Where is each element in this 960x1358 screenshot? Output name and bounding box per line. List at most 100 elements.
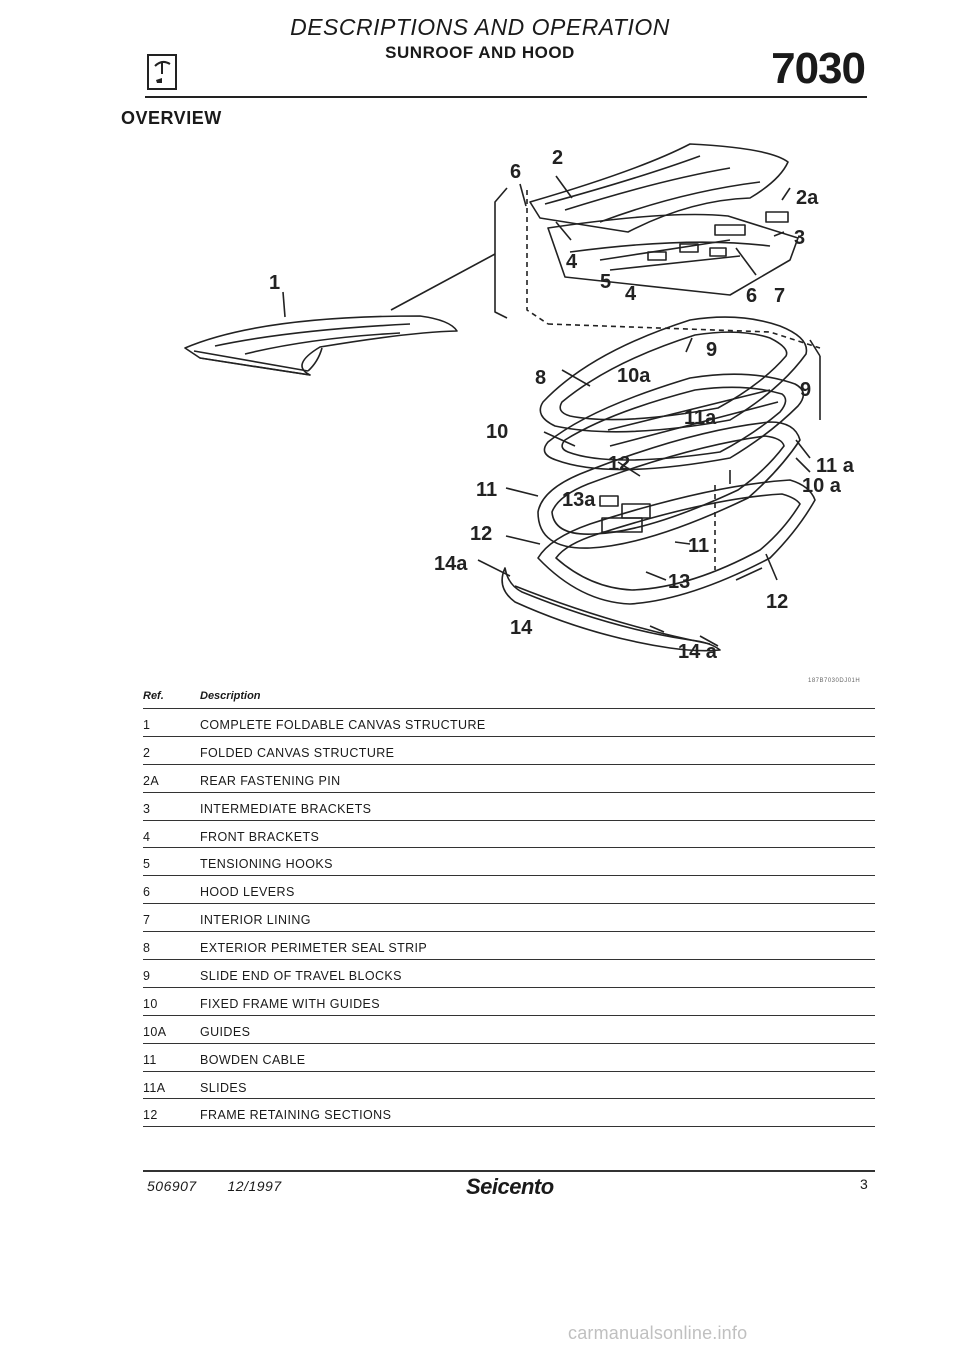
ref-cell: 10: [143, 996, 158, 1011]
ref-cell: 1: [143, 718, 151, 732]
ref-cell: 8: [143, 941, 151, 956]
table-row: 6 HOOD LEVERS: [143, 876, 875, 905]
figure-label: 4: [625, 283, 637, 305]
figure-label: 11 a: [816, 455, 855, 477]
description-cell: TENSIONING HOOKS: [200, 857, 333, 872]
figure-label: 2: [552, 147, 563, 169]
ref-cell: 4: [143, 829, 151, 844]
bracket-frame-part: [547, 211, 799, 296]
ref-cell: 11A: [143, 1080, 166, 1095]
figure-label: 5: [600, 271, 611, 293]
fixed-frame-part: [543, 373, 805, 471]
figure-label: 14a: [434, 553, 468, 575]
description-cell: BOWDEN CABLE: [200, 1052, 306, 1067]
figure-label: 6: [746, 285, 757, 307]
doc-date: 12/1997: [227, 1178, 282, 1194]
leader-line: [282, 291, 286, 318]
table-row: 4 FRONT BRACKETS: [143, 821, 875, 849]
figure-label: 6: [510, 161, 521, 183]
figure-label: 13: [668, 571, 690, 593]
figure-label: 12: [608, 453, 630, 475]
ref-cell: 9: [143, 969, 151, 984]
table-row: 12 FRAME RETAINING SECTIONS: [143, 1099, 875, 1128]
figure-label: 10a: [617, 365, 651, 387]
table-row: 8 EXTERIOR PERIMETER SEAL STRIP: [143, 932, 875, 961]
ref-cell: 12: [143, 1108, 158, 1123]
description-cell: SLIDE END OF TRAVEL BLOCKS: [200, 969, 402, 984]
description-cell: EXTERIOR PERIMETER SEAL STRIP: [200, 941, 428, 956]
exploded-diagram: 1 2 2a 3 4 4 5 6 6 7 8 9 9 10 10a 10 a 1…: [184, 143, 855, 663]
ref-cell: 10A: [143, 1024, 167, 1039]
figure-label: 11a: [684, 407, 717, 429]
header-subtitle: SUNROOF AND HOOD: [385, 43, 575, 62]
folded-canvas-part: [529, 143, 789, 233]
parts-table: Ref. Description 1 COMPLETE FOLDABLE CANV…: [143, 690, 875, 1128]
seal-strip-frame-part: [539, 316, 808, 433]
page-number: 3: [860, 1176, 868, 1192]
figure-label: 1: [269, 272, 280, 294]
doc-number: 506907: [147, 1178, 197, 1194]
figure-label: 9: [800, 379, 811, 401]
header-title: DESCRIPTIONS AND OPERATION: [290, 14, 670, 40]
header-rule: [145, 96, 867, 98]
watermark: carmanualsonline.info: [568, 1323, 748, 1343]
description-cell: REAR FASTENING PIN: [200, 773, 341, 788]
table-row: 9 SLIDE END OF TRAVEL BLOCKS: [143, 960, 875, 988]
figure-label: 14: [510, 617, 533, 639]
table-row: 1 COMPLETE FOLDABLE CANVAS STRUCTURE: [143, 709, 875, 737]
figure-label: 13a: [562, 489, 596, 511]
ref-cell: 3: [143, 801, 151, 816]
figure-label: 10: [486, 421, 508, 443]
figure-label: 4: [566, 251, 578, 273]
description-header: Description: [200, 690, 261, 702]
figure-label: 7: [774, 285, 785, 307]
figure-label: 11: [476, 479, 497, 501]
ref-cell: 7: [143, 913, 151, 928]
description-cell: HOOD LEVERS: [200, 885, 295, 900]
ref-header: Ref.: [143, 690, 164, 702]
description-cell: INTERIOR LINING: [200, 913, 311, 928]
description-cell: FIXED FRAME WITH GUIDES: [200, 996, 381, 1011]
table-row: 10A GUIDES: [143, 1016, 875, 1044]
sunroof-tool-icon: [147, 54, 177, 90]
table-row: 7 INTERIOR LINING: [143, 904, 875, 933]
description-cell: FOLDED CANVAS STRUCTURE: [200, 745, 395, 760]
bowden-frame-part: [537, 421, 801, 549]
table-row: 3 INTERMEDIATE BRACKETS: [143, 793, 875, 821]
table-header: Ref. Description: [143, 690, 875, 709]
footer-rule: [143, 1170, 875, 1172]
brand-logo: Seicento: [466, 1174, 554, 1199]
description-cell: GUIDES: [200, 1024, 251, 1039]
description-cell: COMPLETE FOLDABLE CANVAS STRUCTURE: [200, 718, 486, 732]
description-cell: FRAME RETAINING SECTIONS: [200, 1108, 392, 1123]
figure-label: 10 a: [802, 475, 842, 497]
figure-label: 3: [794, 227, 805, 249]
description-cell: SLIDES: [200, 1080, 247, 1095]
section-code: 7030: [771, 44, 866, 93]
figure-label: 2a: [796, 187, 819, 209]
ref-cell: 6: [143, 885, 151, 900]
table-row: 11A SLIDES: [143, 1072, 875, 1100]
figure-label: 12: [470, 523, 492, 545]
figure-label: 12: [766, 591, 788, 613]
leader-line: [390, 253, 496, 311]
figure-label: 11: [688, 535, 709, 557]
table-row: 2A REAR FASTENING PIN: [143, 765, 875, 793]
section-title: OVERVIEW: [121, 108, 222, 128]
table-row: 10 FIXED FRAME WITH GUIDES: [143, 988, 875, 1016]
ref-cell: 2A: [143, 773, 160, 788]
figure-label: 14 a: [678, 641, 718, 663]
description-cell: FRONT BRACKETS: [200, 829, 320, 844]
figure-label: 8: [535, 367, 546, 389]
figure-code: 187B7030DJ01H: [808, 678, 861, 684]
footer-doc-info: 506907 12/1997: [147, 1178, 282, 1194]
ref-cell: 2: [143, 745, 151, 760]
table-row: 2 FOLDED CANVAS STRUCTURE: [143, 737, 875, 765]
description-cell: INTERMEDIATE BRACKETS: [200, 801, 372, 816]
front-deflector-part: [501, 567, 721, 652]
canvas-structure-part: [184, 315, 458, 376]
retaining-section-part: [537, 479, 816, 605]
figure-label: 9: [706, 339, 717, 361]
